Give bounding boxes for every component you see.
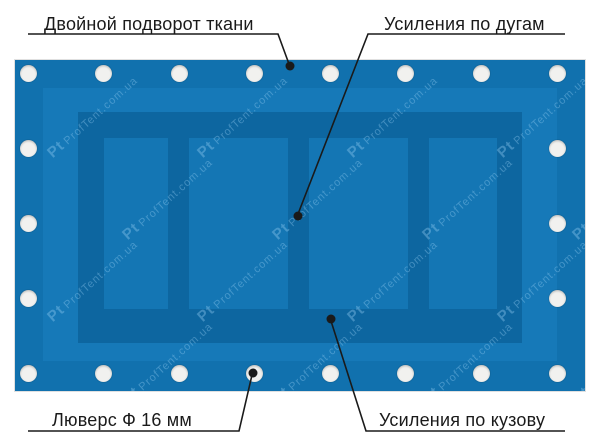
grommet: [321, 364, 339, 382]
grommet: [19, 64, 37, 82]
tarp-panel: [104, 138, 168, 309]
grommet: [170, 64, 188, 82]
grommet: [548, 214, 566, 232]
label-arc-reinforcement: Усиления по дугам: [384, 14, 545, 34]
grommet: [19, 364, 37, 382]
grommet: [397, 364, 415, 382]
label-body-reinforcement: Усиления по кузову: [379, 410, 546, 430]
grommet: [95, 64, 113, 82]
grommet: [321, 64, 339, 82]
grommet: [548, 364, 566, 382]
grommet: [170, 364, 188, 382]
grommet: [548, 64, 566, 82]
tarp-panel: [189, 138, 288, 309]
grommet: [472, 364, 490, 382]
watermark: PtProfTent.com.ua: [569, 219, 585, 244]
label-double-hem: Двойной подворот ткани: [44, 14, 254, 34]
grommet: [548, 139, 566, 157]
grommet: [19, 214, 37, 232]
watermark: PtProfTent.com.ua: [569, 318, 585, 391]
grommet: [246, 364, 264, 382]
grommet: [19, 139, 37, 157]
label-grommet: Люверс Ф 16 мм: [52, 410, 192, 430]
grommet: [95, 364, 113, 382]
grommet: [246, 64, 264, 82]
grommet: [548, 289, 566, 307]
grommet: [397, 64, 415, 82]
grommet: [19, 289, 37, 307]
grommet: [472, 64, 490, 82]
